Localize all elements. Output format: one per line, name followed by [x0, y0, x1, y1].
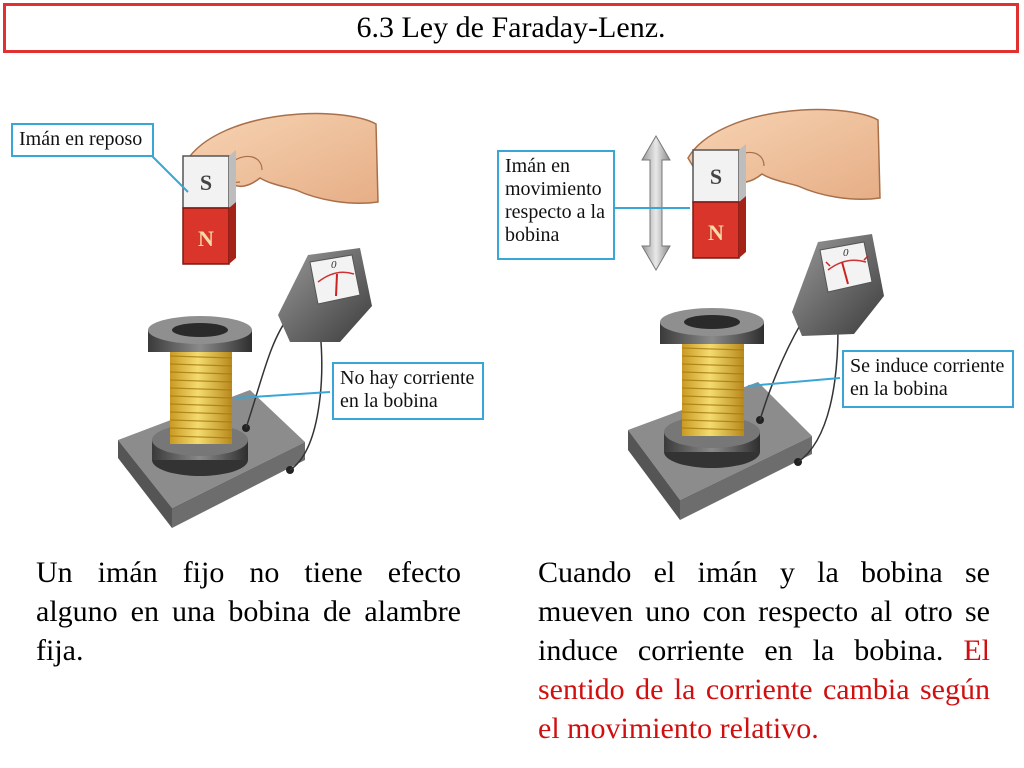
coil	[148, 316, 252, 476]
caption-right: Cuando el imán y la bobina se mueven uno…	[538, 553, 990, 748]
coil	[660, 308, 764, 468]
pole-n-label: N	[708, 220, 724, 245]
label-magnet-at-rest: Imán en reposo	[11, 123, 154, 157]
galvanometer: 0	[792, 234, 884, 336]
label-no-current: No hay corriente en la bobina	[332, 362, 484, 420]
meter-zero-label: 0	[843, 247, 849, 259]
right-apparatus: 0 S N	[614, 108, 884, 520]
caption-right-black: Cuando el imán y la bobina se mueven uno…	[538, 556, 990, 667]
magnet-left: S N	[182, 150, 236, 265]
pole-n-label: N	[198, 226, 214, 251]
meter-zero-label: 0	[331, 259, 337, 271]
slide-title: 6.3 Ley de Faraday-Lenz.	[3, 3, 1019, 53]
magnet-right: S N	[692, 144, 746, 259]
galvanometer: 0	[278, 248, 372, 342]
caption-left: Un imán fijo no tiene efecto alguno en u…	[36, 556, 461, 667]
pole-s-label: S	[710, 164, 722, 189]
caption-right-red: El sentido de la corriente cambia según …	[538, 634, 991, 745]
faraday-illustration: 0 S N	[118, 108, 884, 528]
double-arrow-icon	[641, 135, 671, 271]
left-apparatus: 0 S N	[118, 112, 379, 528]
pole-s-label: S	[200, 170, 212, 195]
label-induced-current: Se induce corriente en la bobina	[842, 350, 1014, 408]
label-magnet-moving: Imán en movimiento respecto a la bobina	[497, 150, 615, 260]
